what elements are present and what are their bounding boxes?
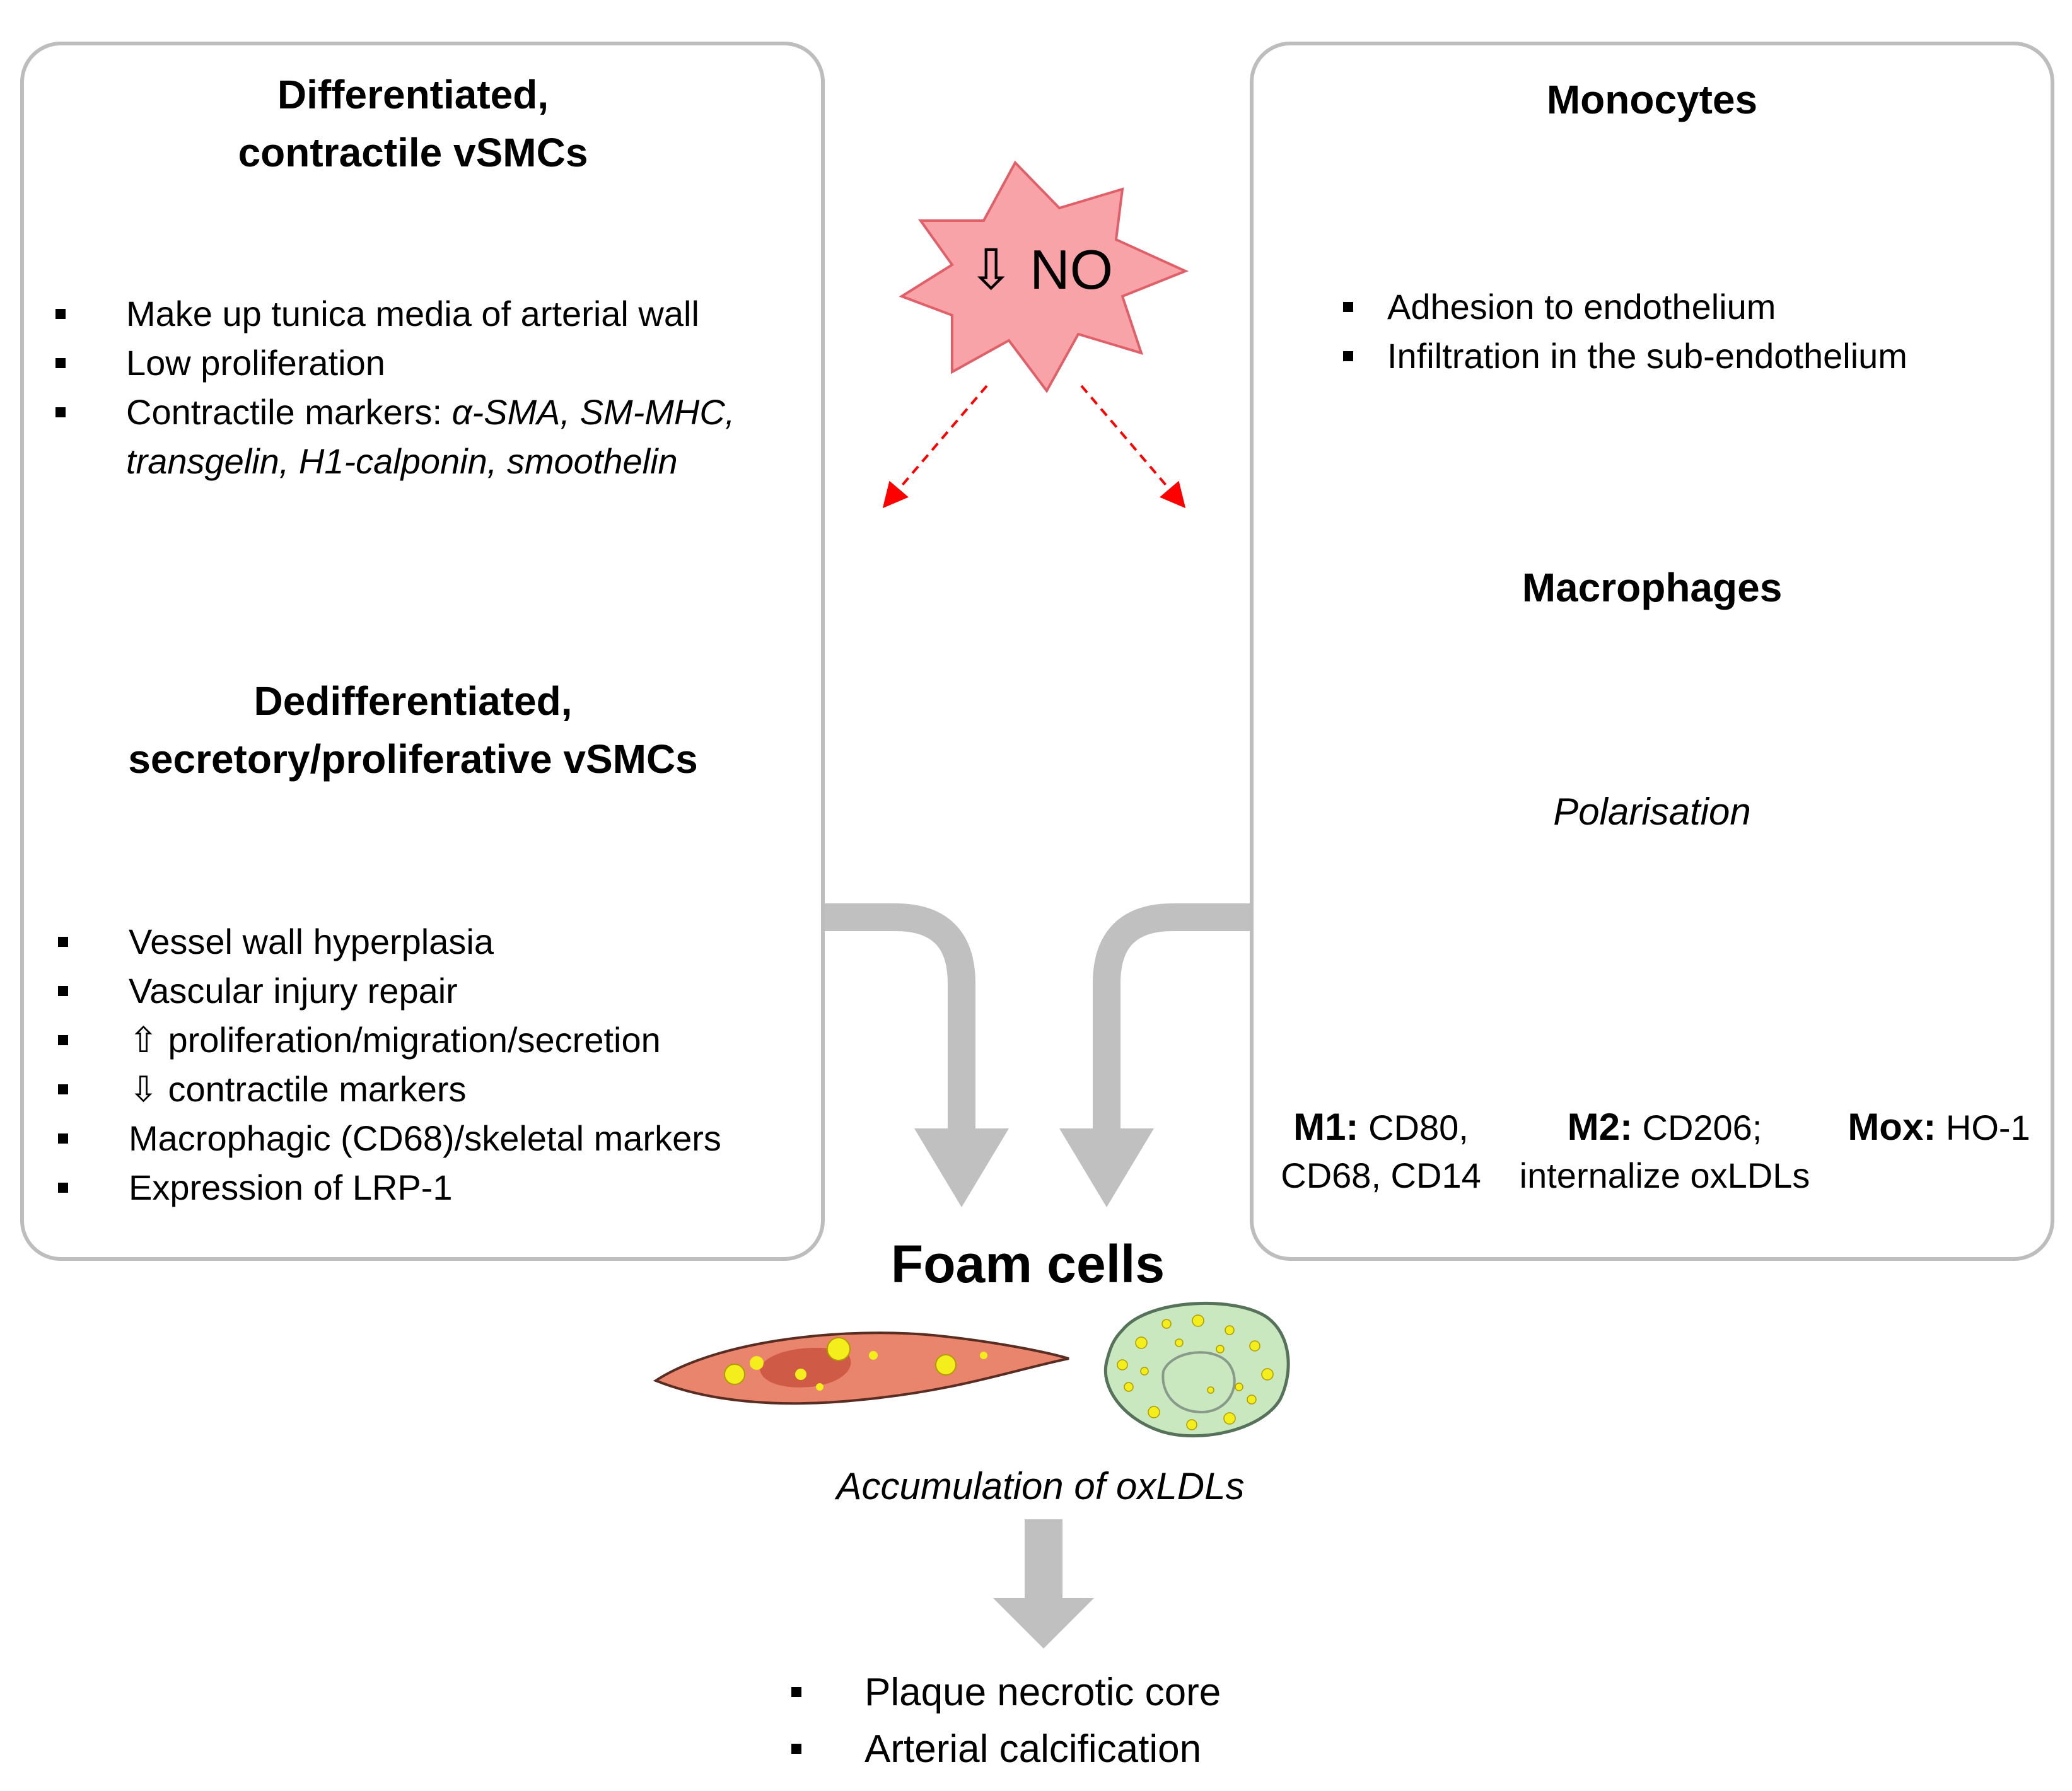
dedif-title-line-2: secretory/proliferative vSMCs bbox=[128, 736, 698, 782]
foam-macrophage-icon bbox=[1103, 1301, 1290, 1438]
list-item-text: Plaque necrotic core bbox=[864, 1671, 1221, 1714]
list-item-text: Vessel wall hyperplasia bbox=[129, 922, 494, 961]
foam-outcome-arrow bbox=[993, 1519, 1094, 1649]
foam-vsmc-icon bbox=[653, 1331, 1069, 1405]
mox-name: Mox: bbox=[1848, 1106, 1936, 1148]
vsmc-to-foam-connector bbox=[821, 903, 975, 1128]
list-item-text: Low proliferation bbox=[126, 343, 385, 383]
m2-name: M2: bbox=[1567, 1106, 1633, 1148]
list-item: Adhesion to endothelium bbox=[1343, 282, 1907, 332]
list-item: ⇩ contractile markers bbox=[58, 1065, 721, 1114]
m2-markers-2: internalize oxLDLs bbox=[1519, 1156, 1810, 1195]
m2-label: M2: CD206; internalize oxLDLs bbox=[1507, 1103, 1822, 1200]
m1-line-1: M1: CD80, bbox=[1255, 1103, 1507, 1152]
dedifferentiated-bullet-list: Vessel wall hyperplasia Vascular injury … bbox=[58, 917, 721, 1212]
m1-markers-2: CD68, CD14 bbox=[1281, 1156, 1481, 1195]
immune-panel bbox=[1250, 42, 2054, 1261]
list-item-text: Expression of LRP-1 bbox=[129, 1168, 453, 1207]
list-item: Low proliferation bbox=[55, 339, 735, 388]
list-item: Contractile markers: α-SMA, SM-MHC, trans… bbox=[55, 388, 735, 486]
list-item: Make up tunica media of arterial wall bbox=[55, 289, 735, 339]
foam-cells-title: Foam cells bbox=[890, 1234, 1165, 1294]
list-item-text: Vascular injury repair bbox=[129, 971, 458, 1011]
dedif-title-line-1: Dedifferentiated, bbox=[253, 678, 573, 724]
list-item-text: Macrophagic (CD68)/skeletal markers bbox=[129, 1118, 721, 1158]
macrophages-title: Macrophages bbox=[1522, 565, 1783, 610]
mox-markers: HO-1 bbox=[1936, 1108, 2030, 1147]
list-item-text: Adhesion to endothelium bbox=[1387, 287, 1776, 327]
list-item-text: Infiltration in the sub-endothelium bbox=[1387, 336, 1907, 376]
no-arrow-right bbox=[1080, 385, 1186, 509]
markers-prefix: Contractile markers: bbox=[126, 392, 452, 432]
contractile-title-line-1: Differentiated, bbox=[277, 72, 549, 117]
no-label: ⇩ NO bbox=[967, 238, 1114, 301]
list-item: Arterial calcification bbox=[791, 1721, 1221, 1778]
list-item: Macrophagic (CD68)/skeletal markers bbox=[58, 1114, 721, 1163]
list-item-text: Make up tunica media of arterial wall bbox=[126, 294, 699, 333]
mox-label: Mox: HO-1 bbox=[1829, 1103, 2049, 1152]
monocytes-title: Monocytes bbox=[1546, 77, 1758, 122]
no-burst-shape bbox=[899, 160, 1189, 393]
macrophage-to-foam-arrowhead bbox=[1059, 1128, 1154, 1207]
list-item: Vascular injury repair bbox=[58, 966, 721, 1016]
m1-name: M1: bbox=[1293, 1106, 1359, 1148]
list-item-text: Arterial calcification bbox=[864, 1727, 1202, 1771]
contractile-title-line-2: contractile vSMCs bbox=[238, 130, 588, 175]
list-item: Vessel wall hyperplasia bbox=[58, 917, 721, 966]
contractile-vsmc-title: Differentiated, contractile vSMCs bbox=[63, 66, 763, 182]
list-item-text: ⇩ contractile markers bbox=[129, 1069, 467, 1109]
list-item: Infiltration in the sub-endothelium bbox=[1343, 332, 1907, 381]
list-item-text: ⇧ proliferation/migration/secretion bbox=[129, 1020, 661, 1060]
foam-caption: Accumulation of oxLDLs bbox=[836, 1465, 1245, 1507]
contractile-bullet-list: Make up tunica media of arterial wall Lo… bbox=[55, 289, 735, 486]
outcome-bullet-list: Plaque necrotic core Arterial calcificat… bbox=[791, 1664, 1221, 1778]
dedifferentiated-vsmc-title: Dedifferentiated, secretory/proliferativ… bbox=[63, 672, 763, 788]
list-item: ⇧ proliferation/migration/secretion bbox=[58, 1016, 721, 1065]
markers-line-2: transgelin, H1-calponin, smoothelin bbox=[126, 441, 678, 481]
monocyte-bullet-list: Adhesion to endothelium Infiltration in … bbox=[1343, 282, 1907, 381]
macrophage-to-foam-connector bbox=[1093, 903, 1250, 1128]
no-arrow-left bbox=[882, 385, 988, 509]
m2-markers-1: CD206; bbox=[1632, 1108, 1762, 1147]
list-item: Expression of LRP-1 bbox=[58, 1163, 721, 1212]
m2-line-1: M2: CD206; bbox=[1507, 1103, 1822, 1152]
markers-line-1: α-SMA, SM-MHC, bbox=[451, 392, 735, 432]
polarisation-label: Polarisation bbox=[1553, 791, 1751, 833]
m1-label: M1: CD80, CD68, CD14 bbox=[1255, 1103, 1507, 1200]
m1-markers-1: CD80, bbox=[1358, 1108, 1469, 1147]
list-item: Plaque necrotic core bbox=[791, 1664, 1221, 1721]
vsmc-to-foam-arrowhead bbox=[914, 1128, 1009, 1207]
vsmc-panel bbox=[20, 42, 825, 1261]
